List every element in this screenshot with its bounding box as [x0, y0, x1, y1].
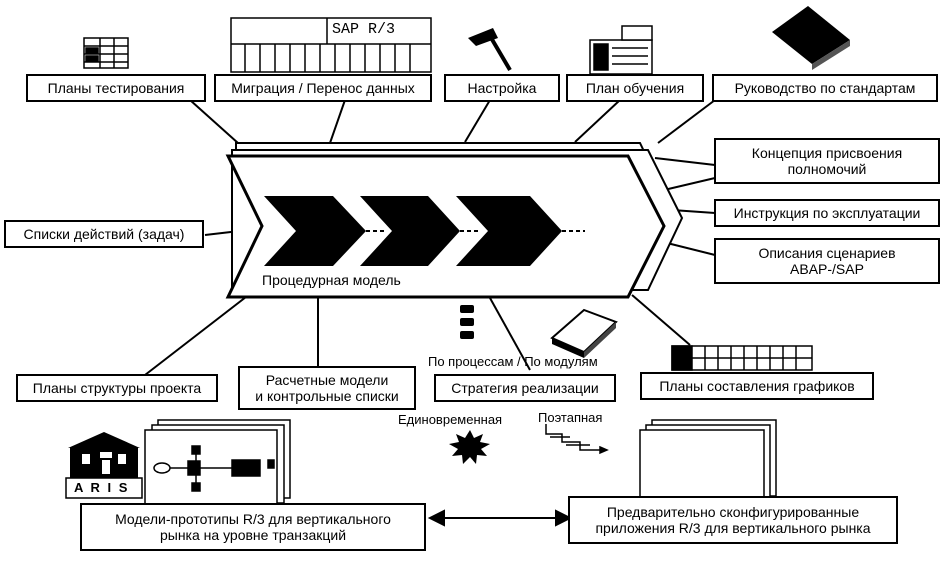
one-time-label: Единовременная	[398, 412, 503, 427]
aris-label: A R I S	[74, 480, 130, 495]
by-process-label: По процессам / По модулям	[428, 354, 598, 369]
project-structure-plans-box: Планы структуры проекта	[16, 374, 218, 402]
test-plans-box: Планы тестирования	[26, 74, 206, 102]
chevrons	[264, 196, 562, 266]
training-board-icon	[589, 25, 653, 75]
prototypes-line2: рынка на уровне транзакций	[159, 527, 347, 543]
prototypes-line1: Модели-прототипы R/3 для вертикального	[115, 511, 391, 527]
calc-models-box: Расчетные модели и контрольные списки	[238, 366, 416, 410]
connector-lines	[144, 99, 716, 376]
calc-models-line1: Расчетные модели	[265, 372, 389, 388]
authorization-concept-box: Концепция присвоения полномочий	[714, 138, 940, 184]
aris-logo	[65, 432, 143, 499]
schedule-plans-box: Планы составления графиков	[640, 372, 874, 400]
setup-box: Настройка	[444, 74, 560, 102]
authorization-line2: полномочий	[787, 161, 867, 177]
double-arrow	[427, 509, 573, 527]
burst-icon	[449, 430, 490, 464]
database-icon	[83, 37, 129, 69]
schedule-grid-icon	[671, 345, 813, 371]
preconfigured-line2: приложения R/3 для вертикального рынка	[595, 520, 871, 536]
calc-models-line2: и контрольные списки	[255, 388, 399, 404]
process-stack-icon	[460, 305, 474, 339]
stepwise-label: Поэтапная	[538, 410, 603, 425]
migration-box: Миграция / Перенос данных	[214, 74, 432, 102]
training-plan-box: План обучения	[566, 74, 704, 102]
scenarios-line2: ABAP-/SAP	[790, 261, 864, 277]
procedure-model-label: Процедурная модель	[262, 272, 401, 288]
action-lists-box: Списки действий (задач)	[4, 220, 204, 248]
preconfigured-apps-box: Предварительно сконфигурированные прилож…	[568, 496, 898, 544]
sap-r3-label: SAP R/3	[332, 21, 396, 38]
authorization-line1: Концепция присвоения	[751, 145, 903, 161]
hammer-icon	[468, 28, 512, 72]
module-tile-icon	[550, 308, 618, 358]
scenario-descriptions-box: Описания сценариев ABAP-/SAP	[714, 238, 940, 284]
operation-manual-box: Инструкция по эксплуатации	[714, 199, 940, 227]
sap-table-icon	[230, 17, 432, 73]
prototype-models-box: Модели-прототипы R/3 для вертикального р…	[80, 503, 426, 551]
preconfigured-line1: Предварительно сконфигурированные	[606, 504, 860, 520]
prototype-pages	[144, 419, 291, 509]
stepwise-icon	[545, 424, 609, 455]
standards-guide-box: Руководство по стандартам	[712, 74, 938, 102]
book-icon	[772, 6, 850, 70]
implementation-strategy-box: Стратегия реализации	[434, 374, 616, 402]
scenarios-line1: Описания сценариев	[758, 245, 896, 261]
preconfigured-pages	[639, 419, 777, 507]
